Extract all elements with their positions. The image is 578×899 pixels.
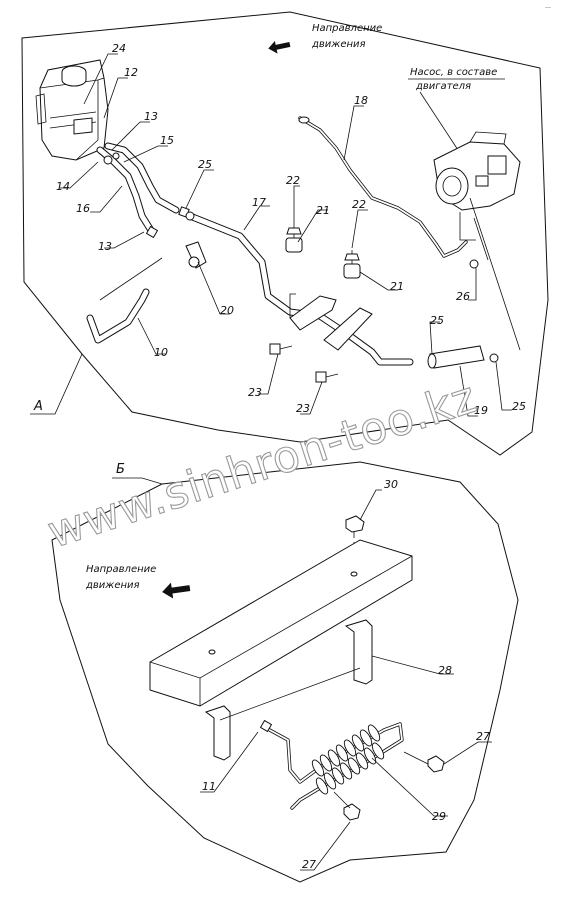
callout-18: 18 (354, 94, 368, 107)
tube-18 (298, 116, 468, 258)
break-line (99, 257, 163, 301)
corner-mark: ··· (545, 5, 551, 12)
callout-13-bottom: 13 (98, 240, 112, 253)
clamp-20 (185, 241, 207, 269)
clamp-25-upper (185, 211, 195, 221)
clamp-21-lower (343, 250, 361, 279)
callout-22-left: 22 (286, 174, 300, 187)
watermark: www.sinhron-too.kz (42, 372, 483, 559)
crossmember-28 (149, 539, 413, 707)
section-a-leader (30, 353, 83, 415)
section-a-label: А (33, 399, 43, 414)
view-a-leaders (60, 53, 512, 417)
direction-arrow-b-icon (162, 582, 191, 599)
view-a: А Направление движения Насос, в составе … (21, 11, 549, 456)
callout-25-right: 25 (512, 400, 526, 413)
direction-caption-line1: Направление (312, 23, 382, 34)
view-b-leaders (200, 489, 492, 871)
section-b-leader (112, 477, 163, 485)
bolt-23-left (269, 343, 293, 355)
callout-13-top: 13 (144, 110, 158, 123)
bolt-27-bottom (333, 791, 361, 821)
view-b-outline (51, 461, 519, 883)
pump-leader-1 (469, 197, 521, 351)
callout-22-right: 22 (352, 198, 366, 211)
callout-27-right: 27 (476, 730, 490, 743)
view-b: Б Направление движения (51, 461, 519, 883)
callout-14: 14 (56, 180, 70, 193)
bracket (289, 293, 373, 351)
direction-caption-line2: движения (311, 39, 366, 50)
bolt-27-right (403, 751, 445, 773)
pump-caption-leader (419, 91, 459, 151)
callout-16: 16 (76, 202, 90, 215)
callout-24: 24 (112, 42, 126, 55)
callout-25-mid: 25 (430, 314, 444, 327)
callout-25-left: 25 (198, 158, 212, 171)
reservoir-tank (35, 59, 109, 161)
bracket-left (204, 705, 231, 761)
callout-17: 17 (252, 196, 266, 209)
view-b-callouts: 30 28 27 11 29 27 (202, 478, 490, 871)
callout-28: 28 (438, 664, 452, 677)
callout-23-right: 23 (296, 402, 310, 415)
callout-11: 11 (202, 780, 216, 793)
callout-30: 30 (384, 478, 398, 491)
direction-b-caption-line1: Направление (86, 564, 156, 575)
clamp-21-upper (285, 222, 303, 253)
hose-10 (86, 288, 150, 344)
hose-19 (427, 345, 485, 369)
mount-rod (219, 667, 361, 721)
bolt-23-right (315, 371, 339, 383)
callout-10: 10 (154, 346, 168, 359)
callout-29: 29 (432, 810, 446, 823)
section-b-label: Б (116, 462, 125, 477)
callout-20: 20 (220, 304, 234, 317)
pump-leader-2 (473, 217, 489, 261)
callout-26: 26 (456, 290, 470, 303)
callout-21-lower: 21 (390, 280, 404, 293)
callout-21-upper: 21 (316, 204, 330, 217)
view-a-callouts: 24 12 13 15 14 16 13 25 22 17 21 22 18 2… (56, 42, 526, 417)
direction-b-caption-line2: движения (85, 580, 140, 591)
pump-caption-line1: Насос, в составе (410, 67, 497, 78)
callout-12: 12 (124, 66, 138, 79)
direction-arrow-icon (268, 40, 291, 54)
clamp-25-right (489, 353, 499, 363)
callout-15: 15 (160, 134, 174, 147)
callout-23-left: 23 (248, 386, 262, 399)
bracket-right (344, 619, 373, 685)
callout-27-bottom: 27 (302, 858, 316, 871)
cooler-29 (259, 719, 404, 810)
clamp-26 (469, 259, 479, 269)
pump-caption-line2: двигателя (415, 81, 471, 92)
power-steering-pump (433, 131, 521, 241)
callout-19: 19 (474, 404, 488, 417)
